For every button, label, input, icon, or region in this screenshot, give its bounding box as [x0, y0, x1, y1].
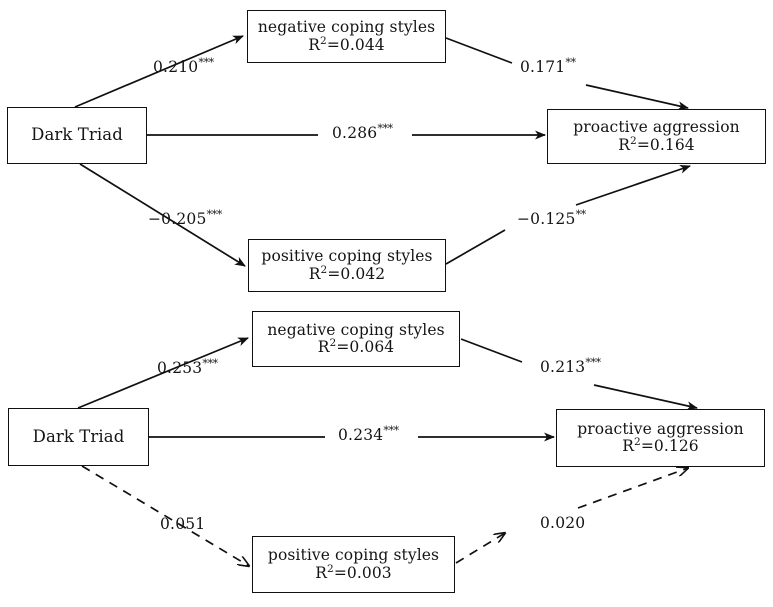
edge-top-positive-coping-to-proactive-aggression-a	[445, 229, 506, 265]
node-r-squared: R2=0.003	[315, 562, 392, 582]
edge-top-darktriad-to-negative-coping	[74, 35, 244, 108]
edge-bottom-negative-coping-to-proactive-aggression-b	[593, 384, 698, 411]
node-bottom-proactive-aggression[interactable]: proactive aggression R2=0.126	[556, 409, 765, 467]
edge-label-top-darktriad-to-negative-coping: 0.210***	[153, 55, 214, 76]
node-top-proactive-aggression[interactable]: proactive aggression R2=0.164	[547, 109, 766, 164]
edge-top-negative-coping-to-proactive-aggression-a	[445, 37, 513, 64]
edge-bottom-positive-coping-to-proactive-aggression-a	[455, 533, 505, 564]
node-r-squared: R2=0.164	[618, 134, 695, 154]
edge-bottom-negative-coping-to-proactive-aggression-a	[460, 338, 523, 363]
node-label: negative coping styles	[257, 18, 436, 37]
edge-label-top-negative-coping-to-proactive-aggression: 0.171**	[520, 55, 576, 76]
edge-label-bottom-darktriad-to-positive-coping: 0.051	[160, 515, 206, 533]
node-label: negative coping styles	[267, 320, 445, 339]
node-r-squared: R2=0.064	[317, 336, 395, 356]
node-label: positive coping styles	[267, 546, 440, 565]
node-r-squared: R2=0.044	[308, 34, 385, 54]
node-top-dark-triad[interactable]: Dark Triad	[7, 107, 147, 164]
edge-label-bottom-darktriad-to-proactive-aggression: 0.234***	[338, 423, 399, 444]
node-top-negative-coping-styles[interactable]: negative coping styles R2=0.044	[247, 10, 446, 63]
node-bottom-positive-coping-styles[interactable]: positive coping styles R2=0.003	[252, 536, 455, 593]
edge-bottom-positive-coping-to-proactive-aggression-b	[577, 468, 688, 509]
edge-bottom-darktriad-to-negative-coping	[77, 337, 249, 409]
node-top-positive-coping-styles[interactable]: positive coping styles R2=0.042	[248, 239, 446, 292]
node-r-squared: R2=0.126	[622, 435, 699, 455]
edge-label-top-darktriad-to-proactive-aggression: 0.286***	[332, 121, 393, 142]
edge-label-bottom-negative-coping-to-proactive-aggression: 0.213***	[540, 355, 601, 376]
node-label: proactive aggression	[577, 419, 744, 438]
node-label: proactive aggression	[573, 118, 740, 137]
edge-top-darktriad-to-positive-coping	[79, 163, 246, 267]
node-label: Dark Triad	[32, 426, 125, 446]
node-bottom-dark-triad[interactable]: Dark Triad	[8, 408, 149, 466]
node-bottom-negative-coping-styles[interactable]: negative coping styles R2=0.064	[252, 311, 460, 367]
edge-label-top-positive-coping-to-proactive-aggression: −0.125**	[517, 207, 586, 228]
edge-top-negative-coping-to-proactive-aggression-b	[585, 84, 689, 111]
edge-top-positive-coping-to-proactive-aggression-b	[575, 164, 691, 206]
node-label: positive coping styles	[261, 247, 433, 266]
edge-bottom-darktriad-to-positive-coping	[81, 465, 249, 566]
node-r-squared: R2=0.042	[308, 263, 386, 283]
edge-label-top-darktriad-to-positive-coping: −0.205***	[148, 207, 222, 228]
edge-label-bottom-darktriad-to-negative-coping: 0.253***	[157, 356, 218, 377]
edge-label-bottom-positive-coping-to-proactive-aggression: 0.020	[540, 514, 586, 532]
node-label: Dark Triad	[31, 125, 123, 145]
